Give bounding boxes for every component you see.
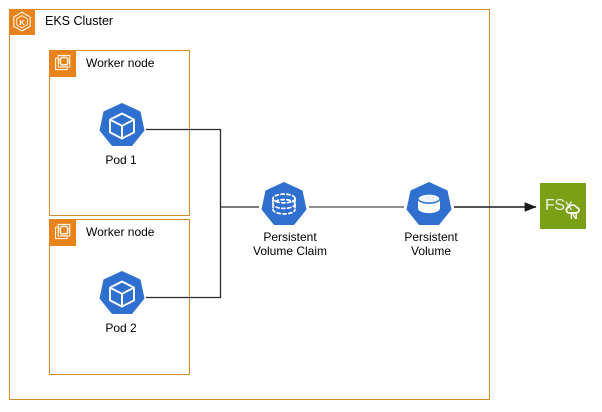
kubernetes-persistent-volume-claim-icon <box>258 180 310 230</box>
eks-kubernetes-icon: K <box>9 9 35 35</box>
svg-text:N: N <box>570 210 578 222</box>
kubernetes-pod-icon <box>96 269 148 319</box>
ec2-instance-chip-icon <box>49 50 76 77</box>
kubernetes-pod-icon <box>96 101 148 151</box>
eks-cluster-label: EKS Cluster <box>45 14 114 28</box>
svg-text:K: K <box>19 18 25 27</box>
persistent-volume-claim-label: Persistent Volume Claim <box>252 230 328 258</box>
worker-node-2-label: Worker node <box>86 225 155 239</box>
worker-node-1-label: Worker node <box>86 56 155 70</box>
ec2-instance-chip-icon <box>49 219 76 246</box>
amazon-fsx-for-netapp-ontap-icon: FSx N <box>540 183 586 229</box>
pod-1-label: Pod 1 <box>105 153 137 167</box>
kubernetes-persistent-volume-icon <box>403 180 455 230</box>
persistent-volume-label: Persistent Volume <box>404 230 458 258</box>
svg-text:FSx: FSx <box>545 197 573 214</box>
pod-2-label: Pod 2 <box>105 321 137 335</box>
eks-cluster-container <box>9 9 490 400</box>
